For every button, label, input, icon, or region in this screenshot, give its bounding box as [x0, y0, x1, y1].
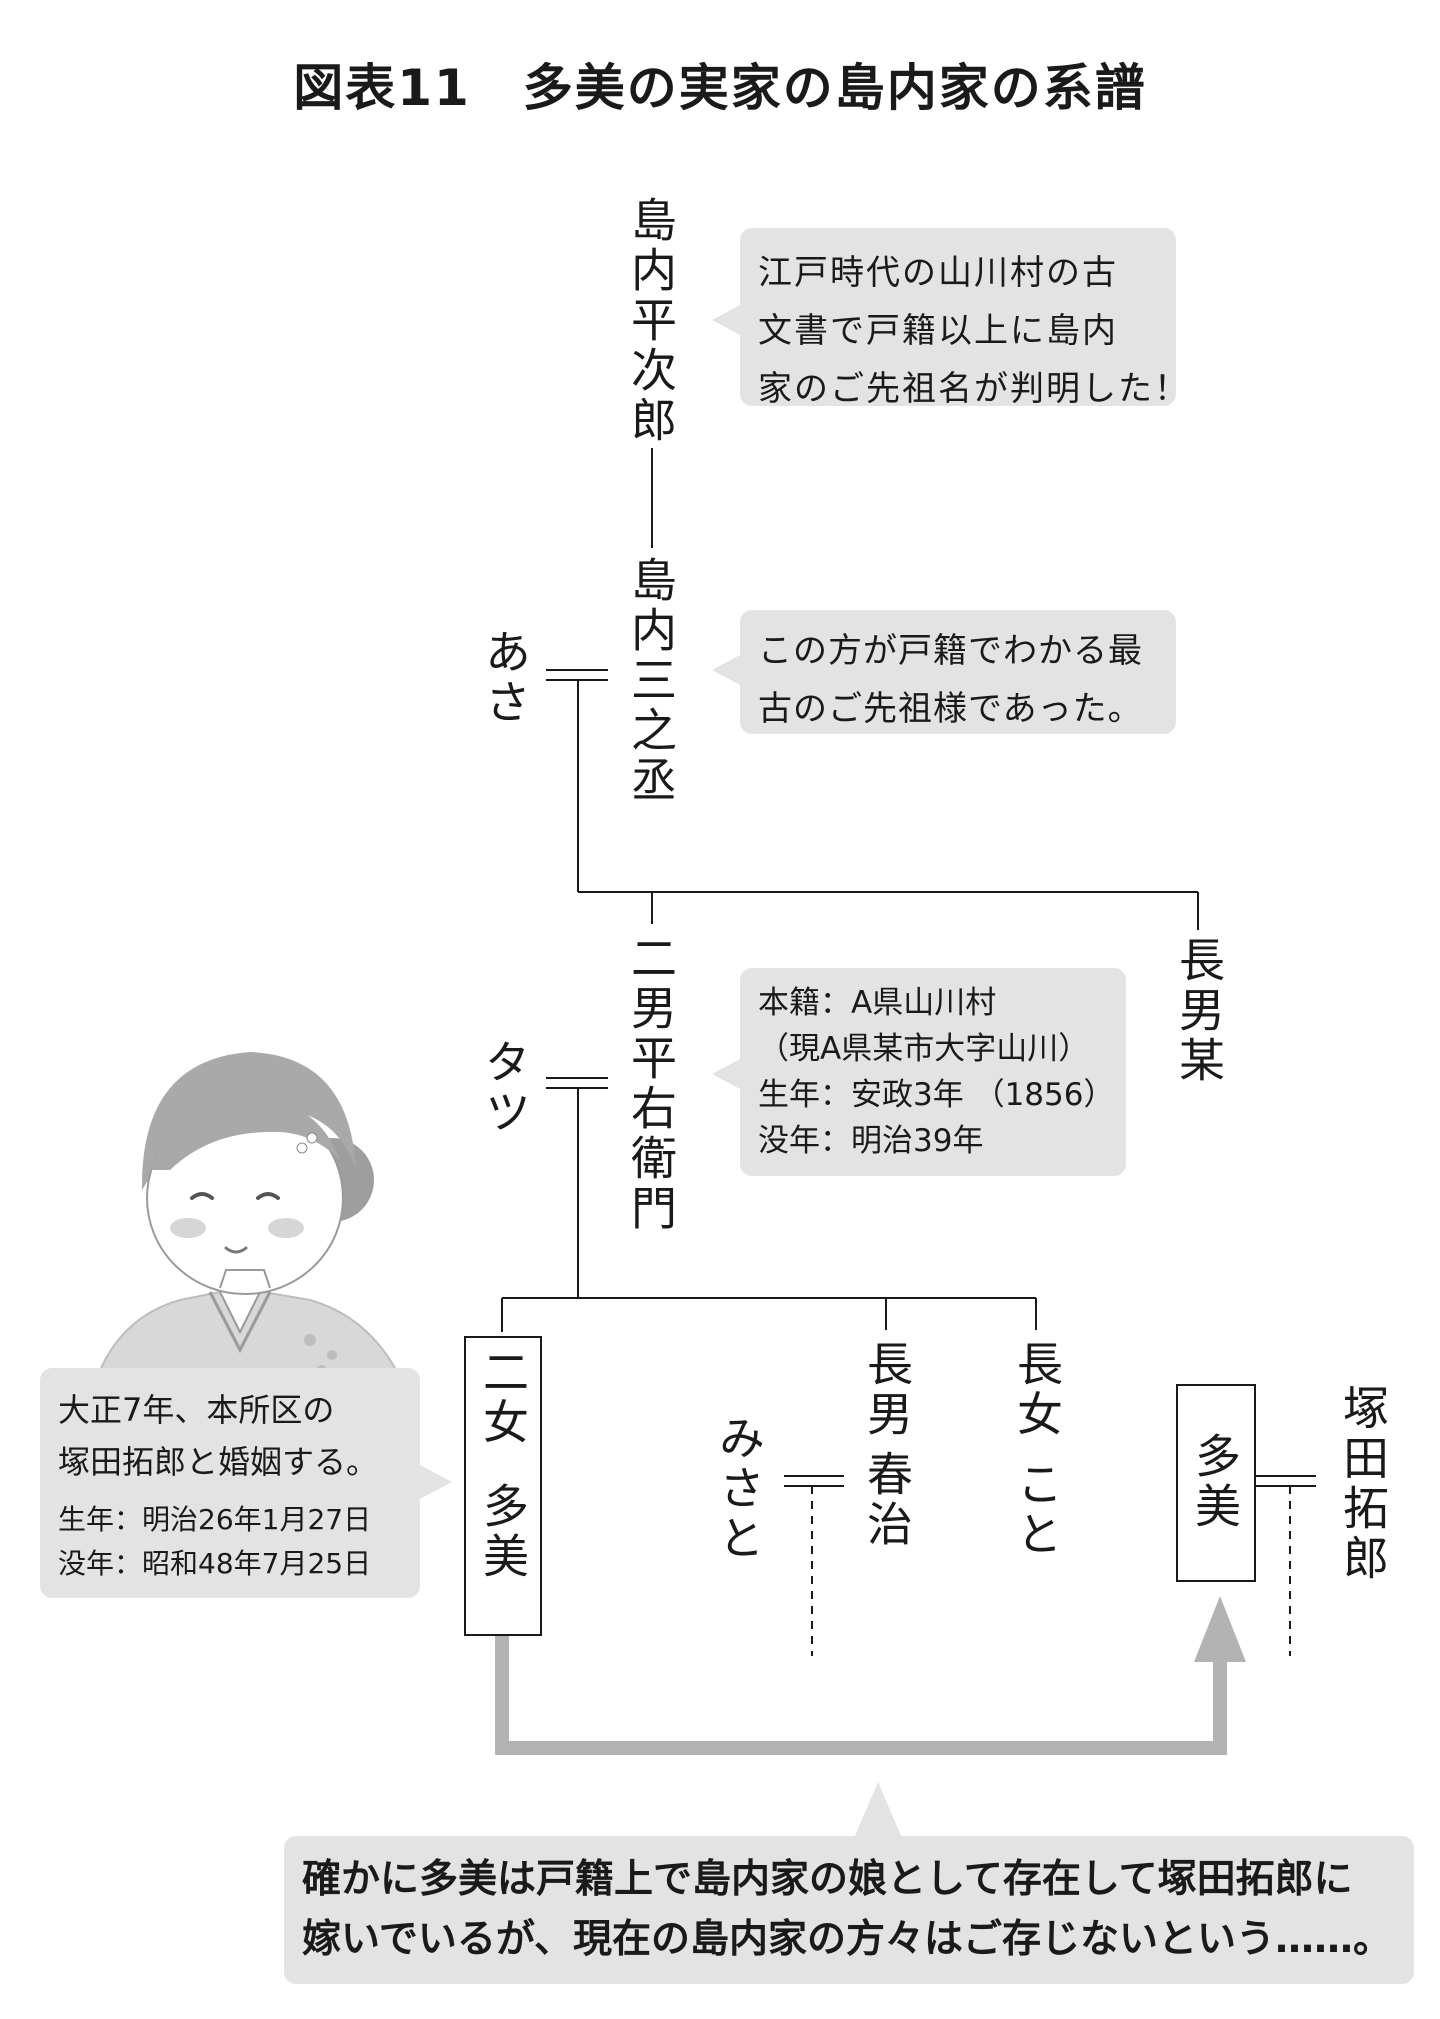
tami-birth-box: 二女 多美	[464, 1336, 542, 1636]
name-tami-married: 多美	[1188, 1432, 1242, 1532]
note-line: 江戸時代の山川村の古	[758, 253, 1118, 293]
note-line: 文書で戸籍以上に島内	[758, 311, 1118, 351]
bubble-tail	[712, 654, 742, 686]
note-line: 確かに多美は戸籍上で島内家の娘として存在して塚田拓郎に	[302, 1857, 1353, 1902]
label-haruji: 長男	[860, 1340, 914, 1440]
page-title: 図表11 多美の実家の島内家の系譜	[293, 59, 1147, 117]
note-line: 生年：明治26年1月27日	[58, 1503, 372, 1536]
label-jinan: 二男	[624, 934, 678, 1034]
bubble-tail	[418, 1464, 452, 1500]
name-asa: あさ	[478, 628, 532, 728]
transfer-arrow	[495, 1636, 1227, 1755]
label-jijo: 二女	[476, 1348, 530, 1448]
name-takuro: 塚田拓郎	[1336, 1384, 1390, 1584]
note-line: 塚田拓郎と婚姻する。	[58, 1443, 379, 1481]
name-bo: 某	[1172, 1036, 1226, 1086]
name-heiemon: 平右衛門	[624, 1034, 678, 1234]
bubble-tail	[712, 304, 742, 336]
tami-married-box: 多美	[1176, 1384, 1256, 1582]
name-haruji: 春治	[860, 1450, 914, 1550]
name-sannojo: 島内三之丞	[624, 556, 678, 806]
note-line: 本籍：A県山川村	[758, 985, 997, 1021]
note-line: 没年：昭和48年7月25日	[58, 1547, 372, 1580]
note-line: 家のご先祖名が判明した！	[758, 369, 1190, 409]
note-line: （現A県某市大字山川）	[758, 1031, 1090, 1067]
name-heiji: 島内平次郎	[624, 196, 678, 446]
note-line: 大正7年、本所区の	[58, 1391, 335, 1429]
note-line: 生年：安政3年 （1856）	[758, 1077, 1115, 1113]
label-choujo: 長女	[1010, 1340, 1064, 1440]
bubble-tail	[712, 1058, 742, 1090]
note-heiemon: 本籍：A県山川村 （現A県某市大字山川） 生年：安政3年 （1856） 没年：明…	[712, 968, 1126, 1176]
bubble-tail	[854, 1782, 902, 1838]
note-conclusion: 確かに多美は戸籍上で島内家の娘として存在して塚田拓郎に 嫁いでいるが、現在の島内…	[284, 1782, 1414, 1984]
note-line: 没年：明治39年	[758, 1123, 984, 1159]
label-chonan: 長男	[1172, 936, 1226, 1036]
name-misato: みさと	[712, 1414, 766, 1564]
note-line: 嫁いでいるが、現在の島内家の方々はご存じないという……。	[302, 1917, 1393, 1962]
note-heiji: 江戸時代の山川村の古 文書で戸籍以上に島内 家のご先祖名が判明した！	[712, 228, 1188, 409]
name-koto: こと	[1010, 1460, 1064, 1560]
woman-in-kimono-illustration	[88, 1052, 412, 1400]
arrow-head	[1194, 1596, 1246, 1662]
name-tami: 多美	[476, 1482, 530, 1582]
note-line: 古のご先祖様であった。	[758, 689, 1143, 729]
name-tatsu: タツ	[478, 1038, 532, 1138]
note-tami: 大正7年、本所区の 塚田拓郎と婚姻する。 生年：明治26年1月27日 没年：昭和…	[40, 1368, 452, 1598]
note-sannojo: この方が戸籍でわかる最 古のご先祖様であった。	[712, 610, 1176, 734]
note-line: この方が戸籍でわかる最	[758, 631, 1143, 671]
